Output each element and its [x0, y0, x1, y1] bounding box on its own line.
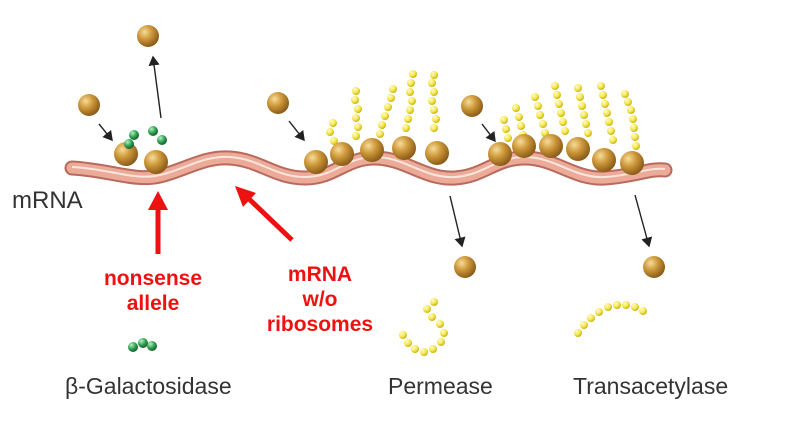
- polypeptide-chain-permease-3: [376, 85, 397, 138]
- polypeptide-chain-transacetylase-2: [512, 104, 527, 139]
- ribosome-free: [643, 256, 665, 278]
- polypeptide-chain-transacetylase-1: [500, 116, 512, 142]
- mrna-label: mRNA: [12, 187, 83, 214]
- product-galactosidase-fragment: [128, 338, 157, 352]
- arrow-ribosome-release: [634, 194, 653, 248]
- polypeptide-chain-transacetylase-4: [551, 82, 569, 135]
- arrow-ribosome-binding: [98, 123, 113, 142]
- ribosome-free: [137, 25, 159, 47]
- ribosome-free: [267, 92, 289, 114]
- arrow-ribosome-release: [148, 55, 162, 119]
- ribosome-bound: [488, 134, 644, 175]
- arrow-mrna-without-ribosomes: [235, 186, 294, 242]
- polypeptide-chain-permease-1: [326, 119, 338, 145]
- mrna-without-ribosomes-label: mRNA w/o ribosomes: [250, 262, 390, 337]
- polypeptide-green-fragment: [124, 126, 167, 149]
- polypeptide-chain-transacetylase-5: [574, 84, 592, 137]
- polypeptide-chain-transacetylase-3: [531, 93, 549, 137]
- arrow-nonsense-allele: [148, 191, 168, 254]
- arrow-ribosome-binding: [481, 123, 496, 143]
- polypeptide-chain-transacetylase-7: [621, 90, 640, 150]
- product-label-transacetylase: Transacetylase: [573, 373, 729, 399]
- polypeptide-chain-permease-5: [428, 71, 440, 132]
- no-ribo-label-line-1: mRNA: [287, 263, 353, 286]
- product-transacetylase-chain: [574, 301, 647, 337]
- product-permease-chain: [399, 298, 448, 356]
- no-ribo-label-line-2: w/o: [302, 288, 338, 311]
- arrow-ribosome-binding: [288, 120, 305, 142]
- no-ribo-label-line-3: ribosomes: [266, 313, 374, 336]
- ribosome-free: [454, 256, 476, 278]
- nonsense-label-line-1: nonsense: [103, 267, 203, 290]
- polypeptide-chain-transacetylase-6: [597, 82, 617, 144]
- polypeptide-chain-permease-2: [351, 87, 362, 140]
- nonsense-label-line-2: allele: [126, 292, 180, 315]
- nonsense-allele-label: nonsense allele: [90, 266, 216, 316]
- product-label-permease: Permease: [388, 373, 493, 399]
- ribosome-free: [78, 94, 100, 116]
- arrow-ribosome-release: [449, 195, 466, 248]
- ribosome-free: [461, 95, 483, 117]
- ribosome-bound: [304, 136, 449, 174]
- product-label-galactosidase: β-Galactosidase: [65, 373, 232, 399]
- polypeptide-chain-permease-4: [402, 70, 417, 132]
